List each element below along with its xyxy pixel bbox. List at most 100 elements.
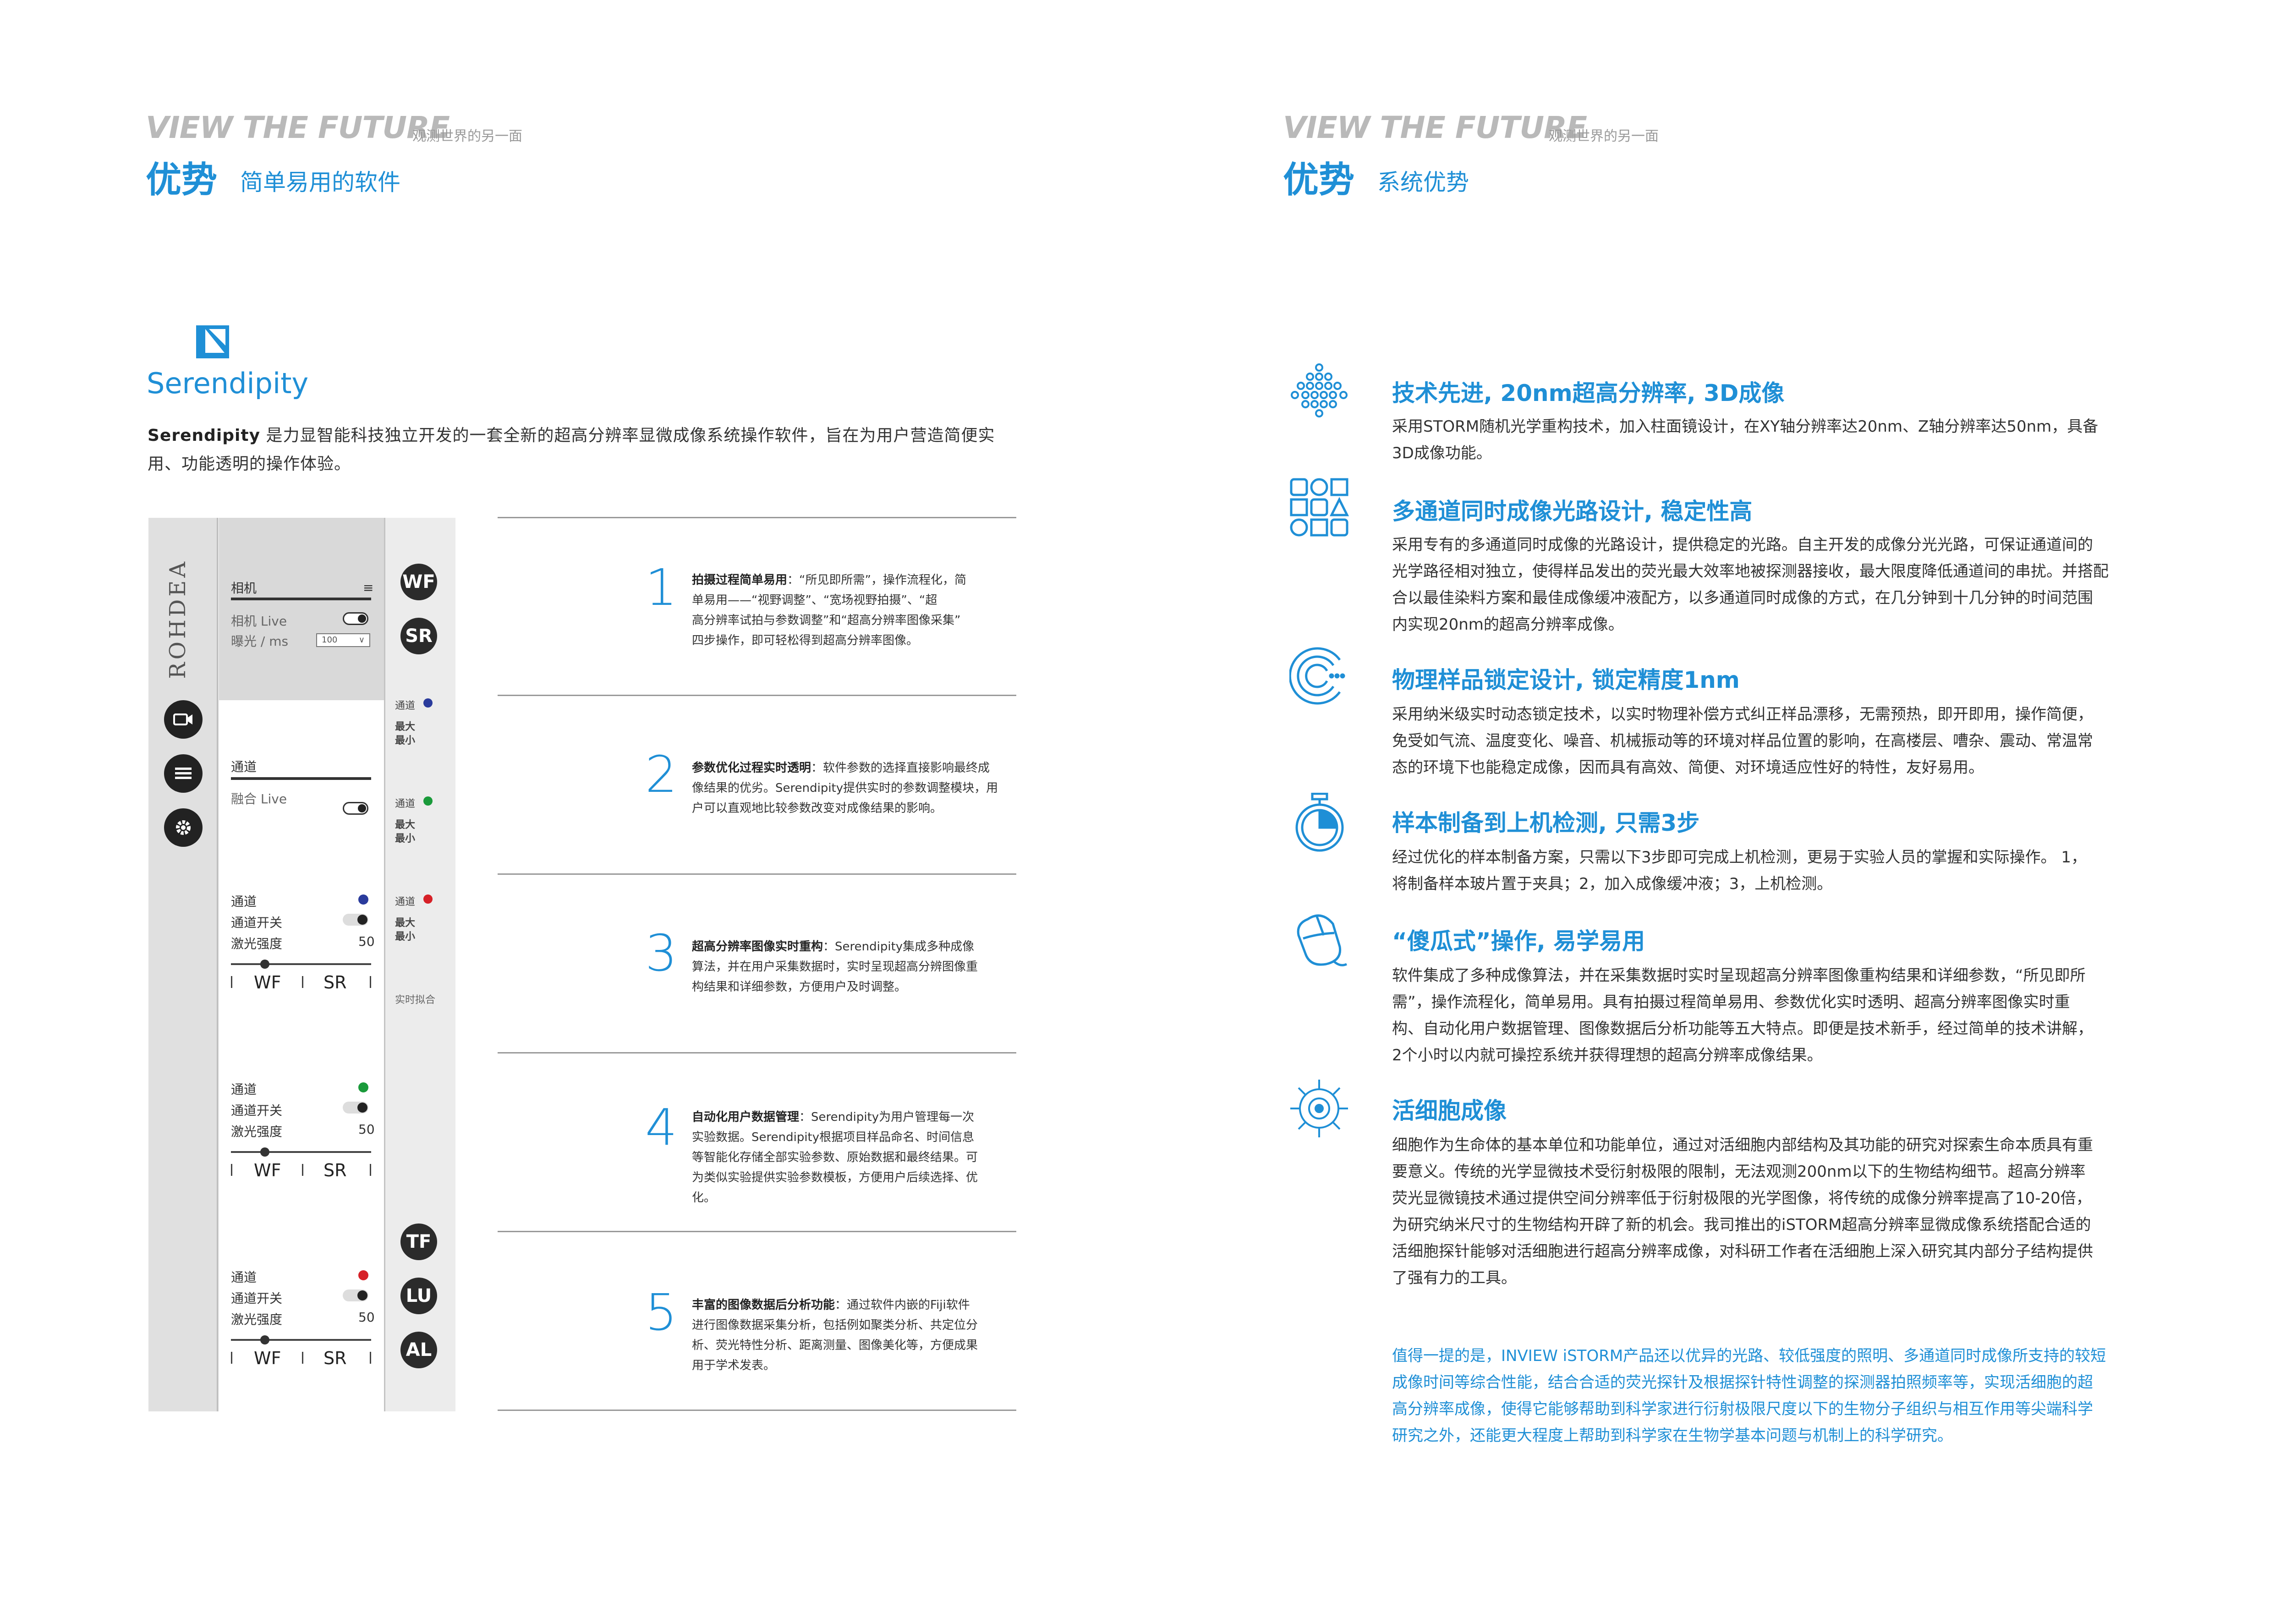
- feature-line: 光学路径相对独立，使得样品发出的荧光最大效率地被探测器接收，最大限度降低通道间的…: [1392, 562, 2109, 581]
- wf-option[interactable]: WF: [254, 1348, 281, 1368]
- wfsr-tick: [370, 976, 371, 988]
- right-channel-max: 最大: [395, 917, 416, 929]
- channel-name: 通道: [231, 1082, 257, 1097]
- feature-line: 采用STORM随机光学重构技术，加入柱面镜设计，在XY轴分辨率达20nm、Z轴分…: [1392, 417, 2099, 436]
- note-line: 研究之外，还能更大程度上帮助到科学家在生物学基本问题与机制上的科学研究。: [1392, 1426, 1953, 1445]
- gear-icon[interactable]: [164, 808, 203, 847]
- exposure-value: 100: [322, 635, 338, 645]
- wf-button[interactable]: WF: [400, 564, 437, 600]
- realtime-fit-label[interactable]: 实时拟合: [395, 994, 436, 1006]
- wf-option[interactable]: WF: [254, 972, 281, 993]
- lu-button[interactable]: LU: [400, 1278, 437, 1314]
- camera-title: 相机: [231, 581, 257, 596]
- feature-line: 要意义。传统的光学显微技术受衍射极限的限制，无法观测200nm以下的生物结构细节…: [1392, 1163, 2086, 1181]
- sr-button[interactable]: SR: [400, 618, 437, 654]
- panel-right-column: [384, 518, 455, 1411]
- advantage-subtitle-left: 简单易用的软件: [240, 169, 400, 196]
- al-button[interactable]: AL: [400, 1332, 437, 1368]
- feature-body-6: 细胞作为生命体的基本单位和功能单位，通过对活细胞内部结构及其功能的研究对探索生命…: [1392, 1132, 2171, 1291]
- exposure-select[interactable]: 100∨: [316, 633, 370, 647]
- feature-line: 将制备样本玻片置于夹具；2，加入成像缓冲液；3，上机检测。: [1392, 875, 1833, 893]
- step-line: 化。: [692, 1191, 716, 1205]
- step-text-3: 超高分辨率图像实时重构：Serendipity集成多种成像 算法，并在用户采集数…: [692, 937, 1022, 997]
- right-channel-max: 最大: [395, 819, 416, 831]
- header-cn-left: 观测世界的另一面: [412, 128, 522, 144]
- step-line: 实验数据。Serendipity根据项目样品命名、时间信息: [692, 1130, 975, 1144]
- step-text-2: 参数优化过程实时透明：软件参数的选择直接影响最终成 像结果的优劣。Serendi…: [692, 758, 1022, 818]
- step-line: 等智能化存储全部实验参数、原始数据和最终结果。可: [692, 1151, 978, 1164]
- channel-switch-toggle[interactable]: [343, 914, 368, 926]
- sr-option[interactable]: SR: [323, 1160, 347, 1180]
- feature-line: 需”，操作流程化，简单易用。具有拍摄过程简单易用、参数优化实时透明、超高分辨率图…: [1392, 993, 2070, 1011]
- laser-power-slider[interactable]: [231, 1335, 371, 1344]
- feature-line: 合以最佳染料方案和最佳成像缓冲液配方，以多通道同时成像的方式，在几分钟到十几分钟…: [1392, 589, 2093, 607]
- right-channel-dot: [423, 698, 433, 708]
- feature-title-2: 多通道同时成像光路设计, 稳定性高: [1392, 498, 1753, 525]
- step-title: 超高分辨率图像实时重构: [692, 940, 823, 954]
- advantage-label-left: 优势: [146, 159, 218, 201]
- step-line: 单易用——“视野调整”、“宽场视野拍摄”、“超: [692, 593, 937, 607]
- step-number: 2: [645, 745, 677, 804]
- header-en-left: VIEW THE FUTURE: [146, 110, 450, 145]
- merge-live-toggle[interactable]: [343, 802, 368, 815]
- step-line: 构结果和详细参数，方便用户及时调整。: [692, 980, 907, 994]
- camera-live-toggle[interactable]: [343, 612, 368, 625]
- feature-title-3: 物理样品锁定设计, 锁定精度1nm: [1392, 667, 1740, 693]
- channel-switch-label: 通道开关: [231, 1291, 283, 1306]
- feature-line: 活细胞探针能够对活细胞进行超高分辨率成像，对科研工作者在活细胞上深入研究其内部分…: [1392, 1242, 2093, 1261]
- channel-block-1: 通道 通道开关 激光强度 50 WF SR: [231, 892, 375, 1002]
- camera-menu-icon[interactable]: ≡: [363, 580, 374, 595]
- step-line: 四步操作，即可轻松得到超高分辨率图像。: [692, 634, 919, 647]
- laser-power-slider[interactable]: [231, 960, 371, 969]
- channel-switch-toggle[interactable]: [343, 1102, 368, 1114]
- step-text-5: 丰富的图像数据后分析功能：通过软件内嵌的Fiji软件 进行图像数据采集分析，包括…: [692, 1295, 1022, 1376]
- step-divider: [498, 695, 1016, 696]
- note-line: 成像时间等综合性能，结合合适的荧光探针及根据探针特性调整的探测器拍照频率等，实现…: [1392, 1373, 2093, 1392]
- step-line: 像结果的优劣。Serendipity提供实时的参数调整模块，用: [692, 781, 998, 795]
- wfsr-tick: [302, 1164, 303, 1176]
- wfsr-tick: [302, 976, 303, 988]
- panel-left-column: [148, 518, 218, 1411]
- step-number: 1: [645, 558, 677, 617]
- menu-icon[interactable]: [164, 754, 203, 793]
- cell-icon: [1289, 1079, 1349, 1138]
- serendipity-logo-text: Serendipity: [147, 367, 309, 400]
- right-channel-name: 通道: [395, 798, 416, 810]
- slider-knob[interactable]: [260, 1335, 269, 1344]
- step-line: 用于学术发表。: [692, 1359, 776, 1372]
- step-text-1: 拍摄过程简单易用：“所见即所需”，操作流程化，简 单易用——“视野调整”、“宽场…: [692, 570, 1022, 651]
- tf-button[interactable]: TF: [400, 1223, 437, 1260]
- camera-icon[interactable]: [164, 700, 203, 739]
- feature-line: 态的环境下也能稳定成像，因而具有高效、简便、对环境适应性好的特性，友好易用。: [1392, 758, 1984, 777]
- step-number: 5: [645, 1283, 677, 1342]
- intro-paragraph: Serendipity 是力显智能科技独立开发的一套全新的超高分辨率显微成像系统…: [148, 422, 1032, 478]
- right-channel-max: 最大: [395, 721, 416, 733]
- step-line: 高分辨率试拍与参数调整”和“超高分辨率图像采集”: [692, 614, 961, 627]
- step-line: 为类似实验提供实验参数模板，方便用户后续选择、优: [692, 1171, 978, 1185]
- feature-body-1: 采用STORM随机光学重构技术，加入柱面镜设计，在XY轴分辨率达20nm、Z轴分…: [1392, 413, 2171, 466]
- intro-strong: Serendipity: [148, 426, 261, 445]
- right-channel-dot: [423, 796, 433, 806]
- right-channel-min: 最小: [395, 735, 416, 746]
- slider-knob[interactable]: [260, 1147, 269, 1157]
- feature-line: 免受如气流、温度变化、噪音、机械振动等的环境对样品位置的影响，在高楼层、嘈杂、震…: [1392, 732, 2093, 750]
- feature-title-4: 样本制备到上机检测, 只需3步: [1392, 810, 1700, 836]
- channel-name: 通道: [231, 894, 257, 909]
- sr-option[interactable]: SR: [323, 972, 347, 993]
- channel-switch-toggle[interactable]: [343, 1289, 368, 1301]
- mouse-icon: [1289, 910, 1349, 970]
- feature-line: 细胞作为生命体的基本单位和功能单位，通过对活细胞内部结构及其功能的研究对探索生命…: [1392, 1136, 2093, 1154]
- wfsr-tick: [231, 1164, 232, 1176]
- wfsr-tick: [231, 1352, 232, 1364]
- channel-block-3: 通道 通道开关 激光强度 50 WF SR: [231, 1267, 375, 1377]
- advantage-label-right: 优势: [1283, 159, 1355, 201]
- slider-knob[interactable]: [260, 960, 269, 969]
- feature-body-4: 经过优化的样本制备方案，只需以下3步即可完成上机检测，更易于实验人员的掌握和实际…: [1392, 844, 2171, 897]
- wf-option[interactable]: WF: [254, 1160, 281, 1180]
- step-title: 自动化用户数据管理: [692, 1110, 800, 1124]
- step-title: 丰富的图像数据后分析功能: [692, 1298, 835, 1312]
- feature-line: 采用纳米级实时动态锁定技术，以实时物理补偿方式纠正样品漂移，无需预热，即开即用，…: [1392, 705, 2093, 724]
- laser-power-slider[interactable]: [231, 1147, 371, 1157]
- sr-option[interactable]: SR: [323, 1348, 347, 1368]
- feature-title-5: “傻瓜式”操作, 易学易用: [1392, 928, 1645, 955]
